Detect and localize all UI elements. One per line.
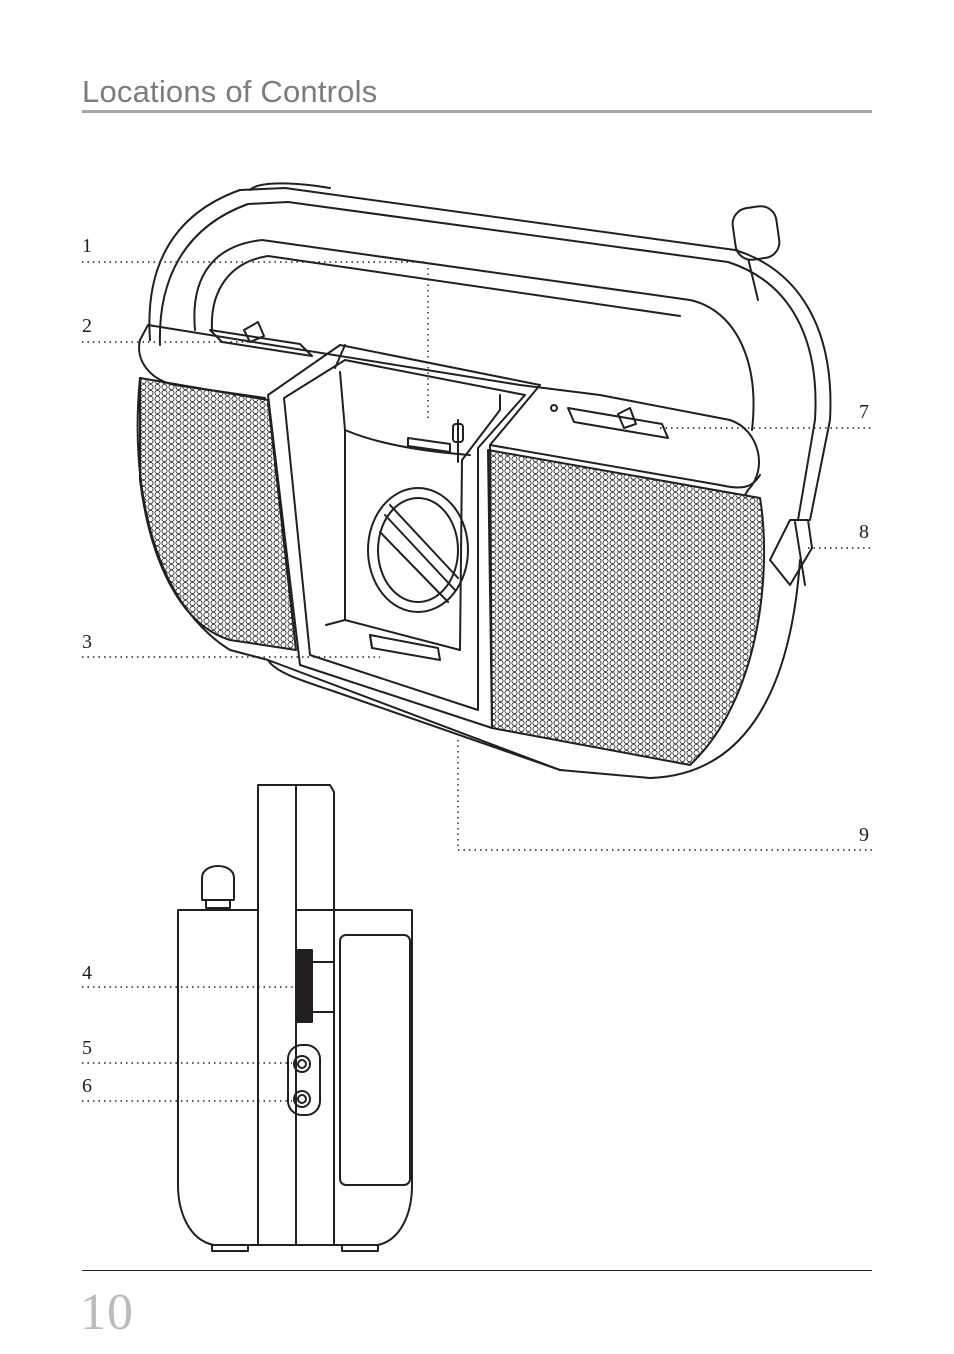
radio-front-view — [138, 183, 831, 778]
volume-dial-side — [770, 520, 812, 585]
right-speaker-grille — [488, 450, 764, 765]
callout-6: 6 — [82, 1075, 92, 1098]
footer-rule — [82, 1270, 872, 1271]
callout-3: 3 — [82, 631, 92, 654]
antenna — [731, 204, 782, 300]
callout-4: 4 — [82, 962, 92, 985]
callout-9: 9 — [859, 824, 869, 847]
callout-7: 7 — [859, 401, 869, 424]
callout-1: 1 — [82, 235, 92, 258]
function-switch — [551, 405, 668, 438]
radio-side-view — [178, 785, 412, 1251]
callout-2: 2 — [82, 315, 92, 338]
callout-5: 5 — [82, 1037, 92, 1060]
dock-plug — [408, 420, 463, 462]
dock-adjust-wheel — [368, 488, 468, 612]
left-speaker-grille — [140, 378, 296, 650]
band-switch — [210, 322, 312, 356]
side-antenna — [202, 866, 234, 900]
dock-connector — [370, 635, 440, 660]
audio-jacks — [288, 1045, 320, 1115]
callout-8: 8 — [859, 521, 869, 544]
page-number: 10 — [80, 1283, 134, 1342]
tuning-dial — [296, 950, 334, 1022]
